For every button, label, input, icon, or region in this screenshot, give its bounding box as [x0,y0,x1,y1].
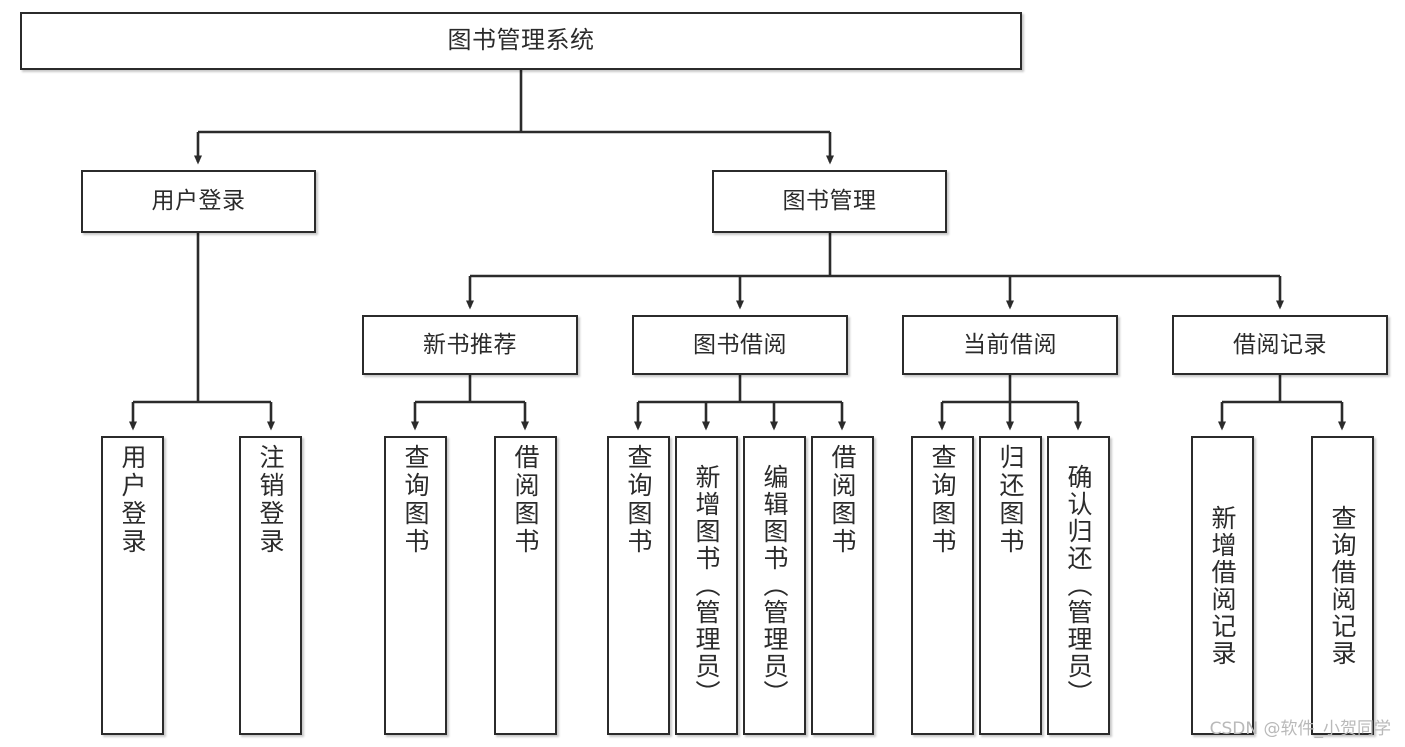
watermark-text: CSDN @软件_小贺同学 [1209,719,1391,739]
node-borrow-record[interactable]: 借阅记录 [1172,315,1388,375]
node-leaf-confirm-return[interactable]: 确认归还（管理员） [1047,436,1110,735]
node-label: 用户登录 [151,188,246,215]
node-leaf-logout-login[interactable]: 注销登录 [239,436,302,735]
node-book-manage[interactable]: 图书管理 [712,170,947,233]
node-label: 图书管理 [782,188,877,215]
node-label: 当前借阅 [963,331,1057,358]
node-leaf-user-login[interactable]: 用户登录 [101,436,164,735]
node-label: 借阅记录 [1233,331,1327,358]
node-label: 查询借阅记录 [1328,504,1357,667]
node-leaf-borrow-book-1[interactable]: 借阅图书 [494,436,557,735]
node-leaf-add-record[interactable]: 新增借阅记录 [1191,436,1254,735]
node-leaf-borrow-book-2[interactable]: 借阅图书 [811,436,874,735]
node-leaf-query-record[interactable]: 查询借阅记录 [1311,436,1374,735]
node-leaf-query-book-3[interactable]: 查询图书 [911,436,974,735]
node-label: 新书推荐 [423,331,517,358]
node-label: 新增借阅记录 [1208,504,1237,667]
node-leaf-query-book-2[interactable]: 查询图书 [607,436,670,735]
node-leaf-edit-book[interactable]: 编辑图书（管理员） [743,436,806,735]
node-leaf-return-book[interactable]: 归还图书 [979,436,1042,735]
node-label: 确认归还（管理员） [1064,464,1093,707]
node-new-book-recommend[interactable]: 新书推荐 [362,315,578,375]
node-label: 归还图书 [996,444,1025,556]
node-label: 注销登录 [256,444,285,556]
node-label: 图书管理系统 [447,26,595,55]
node-label: 图书借阅 [693,331,787,358]
node-book-borrow[interactable]: 图书借阅 [632,315,848,375]
node-label: 查询图书 [401,444,430,556]
node-user-login[interactable]: 用户登录 [81,170,316,233]
node-label: 新增图书（管理员） [692,464,721,707]
node-current-borrow[interactable]: 当前借阅 [902,315,1118,375]
node-root-book-management-system[interactable]: 图书管理系统 [20,12,1022,70]
node-leaf-add-book[interactable]: 新增图书（管理员） [675,436,738,735]
node-label: 查询图书 [928,444,957,556]
node-label: 借阅图书 [828,444,857,556]
node-label: 借阅图书 [511,444,540,556]
node-label: 查询图书 [624,444,653,556]
node-label: 编辑图书（管理员） [760,464,789,707]
node-label: 用户登录 [118,444,147,556]
node-leaf-query-book-1[interactable]: 查询图书 [384,436,447,735]
